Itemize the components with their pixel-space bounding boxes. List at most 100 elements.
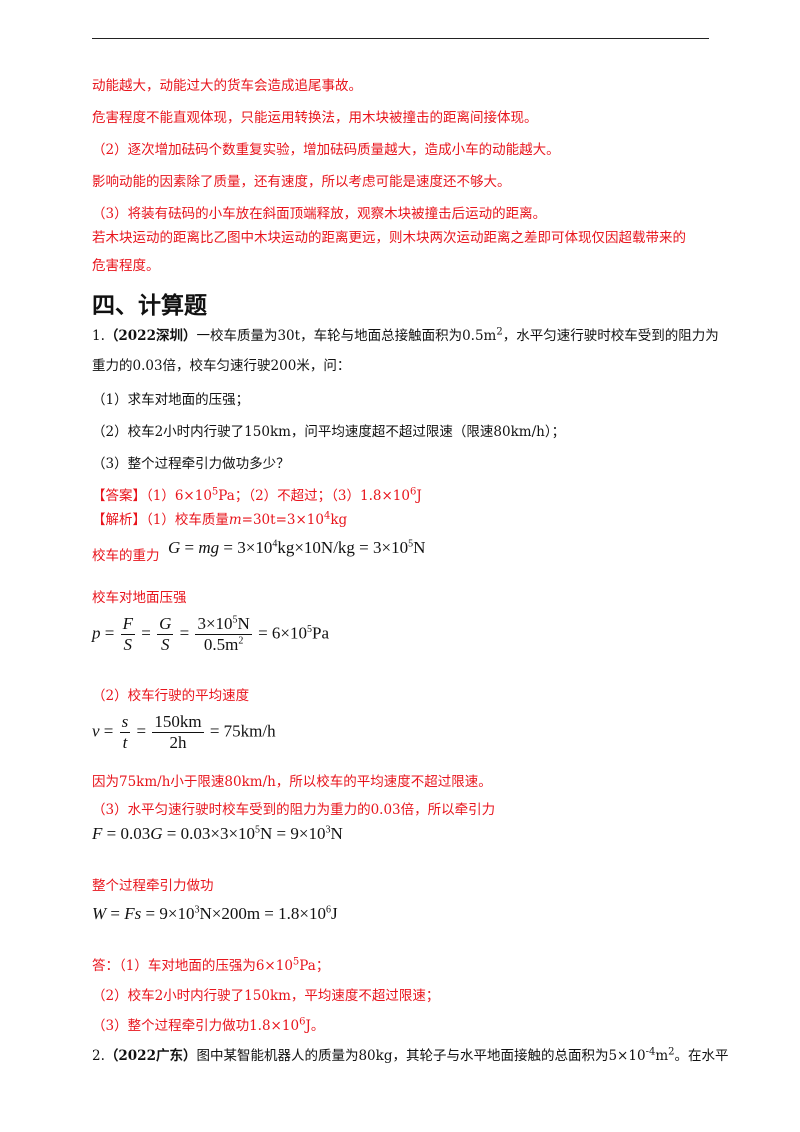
math-text: N (330, 824, 343, 843)
analysis-line: 【解析】（1）校车质量m=30t=3×104kg (92, 510, 347, 530)
answer-text: （1）6×10 (146, 488, 212, 504)
math-text: = 9×10 (141, 904, 195, 923)
superscript: 5 (232, 614, 238, 626)
math-text: = (180, 538, 199, 557)
question-stem: 1.（2022深圳）一校车质量为30t，车轮与地面总接触面积为0.5m2，水平匀… (92, 326, 719, 346)
stem-text: 图中某智能机器人的质量为80kg，其轮子与水平地面接触的总面积为5×10 (196, 1048, 646, 1064)
math-text: = 3×10 (219, 538, 273, 557)
math-text: kg×10N/kg = 3×10 (277, 538, 409, 557)
analysis-text: （1）校车质量 (146, 512, 229, 528)
question-part-3: （3）整个过程牵引力做功多少？ (92, 456, 290, 472)
math-text: N (413, 538, 426, 557)
answer-summary: 【答案】（1）6×105Pa；（2）不超过；（3）1.8×106J (92, 486, 422, 506)
superscript: 5 (408, 538, 414, 550)
superscript: 5 (211, 486, 219, 498)
answer-label: 【答案】 (92, 488, 146, 504)
math-text: = (136, 623, 156, 643)
answer-line: 危害程度。 (92, 258, 160, 274)
variable: mg (198, 538, 220, 557)
question-number: 1. (92, 328, 105, 344)
analysis-text: kg (330, 512, 348, 528)
math-text: = (99, 721, 118, 741)
superscript: 2 (496, 326, 503, 338)
stem-text: ，水平匀速行驶时校车受到的阻力为 (502, 328, 719, 344)
answer-line: 危害程度不能直观体现，只能运用转换法，用木块被撞击的距离间接体现。 (92, 110, 538, 126)
variable: W (92, 904, 107, 923)
conclusion-text: J。 (305, 1018, 325, 1034)
denominator: S (160, 635, 170, 654)
variable: Fs (124, 904, 142, 923)
force-formula: F = 0.03G = 0.03×3×105N = 9×103N (92, 824, 343, 844)
superscript: 5 (255, 824, 261, 836)
answer-line: 若木块运动的距离比乙图中木块运动的距离更远，则木块两次运动距离之差即可体现仅因超… (92, 230, 686, 246)
math-text: = 75km/h (205, 721, 276, 741)
conclusion-line: （3）整个过程牵引力做功1.8×106J。 (92, 1016, 324, 1036)
gravity-formula: G = mg = 3×104kg×10N/kg = 3×105N (168, 538, 425, 558)
speed-label: （2）校车行驶的平均速度 (92, 688, 250, 704)
speed-conclusion: 因为75km/h小于限速80km/h，所以校车的平均速度不超过限速。 (92, 774, 492, 790)
variable: m (228, 512, 242, 528)
work-label: 整个过程牵引力做功 (92, 878, 214, 894)
question-part-1: （1）求车对地面的压强； (92, 392, 250, 408)
math-text: = 0.03 (102, 824, 151, 843)
superscript: 5 (292, 956, 300, 968)
numerator: F (120, 614, 135, 635)
question-part-2: （2）校车2小时内行驶了150km，问平均速度超不超过限速（限速80km/h）； (92, 424, 566, 440)
answer-line: （3）将装有砝码的小车放在斜面顶端释放，观察木块被撞击后运动的距离。 (92, 206, 547, 222)
math-text: 3×10 (197, 614, 233, 633)
answer-line: 动能越大，动能过大的货车会造成追尾事故。 (92, 78, 362, 94)
math-text: = (106, 904, 125, 923)
variable: v (92, 721, 100, 741)
header-rule (92, 38, 709, 39)
variable: F (92, 824, 103, 843)
analysis-label: 【解析】 (92, 512, 146, 528)
variable: G (168, 538, 181, 557)
superscript: 6 (409, 486, 417, 498)
math-text: Pa (312, 623, 330, 643)
superscript: -4 (645, 1046, 656, 1058)
conclusion-line: 答：（1）车对地面的压强为6×105Pa； (92, 956, 329, 976)
superscript: 2 (238, 635, 244, 647)
superscript: 3 (194, 904, 200, 916)
conclusion-line: （2）校车2小时内行驶了150km，平均速度不超过限速； (92, 988, 440, 1004)
superscript: 4 (272, 538, 278, 550)
numerator: G (157, 614, 174, 635)
answer-text: Pa；（2）不超过；（3）1.8×10 (218, 488, 410, 504)
variable: G (150, 824, 163, 843)
math-text: J (330, 904, 338, 923)
gravity-label: 校车的重力 (92, 548, 160, 564)
question-source: （2022深圳） (104, 328, 197, 344)
answer-line: 影响动能的因素除了质量，还有速度，所以考虑可能是速度还不够大。 (92, 174, 511, 190)
denominator: 2h (169, 733, 187, 752)
stem-text: 。在水平 (674, 1048, 729, 1064)
pressure-label: 校车对地面压强 (92, 590, 187, 606)
conclusion-text: Pa； (299, 958, 330, 974)
superscript: 5 (307, 623, 313, 635)
numerator: s (119, 712, 131, 733)
answer-text: J (416, 488, 422, 504)
math-text: N = 9×10 (260, 824, 326, 843)
math-text: = (132, 721, 151, 741)
question-source: （2022广东） (104, 1048, 197, 1064)
math-text: = 6×10 (253, 623, 308, 643)
analysis-text: =30t=3×10 (241, 512, 324, 528)
superscript: 6 (299, 1016, 306, 1028)
math-text: N×200m = 1.8×10 (199, 904, 326, 923)
stem-text: m (655, 1048, 669, 1064)
math-text: N (237, 614, 250, 633)
conclusion-text: （3）整个过程牵引力做功1.8×10 (92, 1018, 300, 1034)
numerator: 3×105N (195, 614, 252, 635)
superscript: 3 (325, 824, 331, 836)
question-number: 2. (92, 1048, 105, 1064)
variable: p (92, 623, 101, 643)
denominator: S (123, 635, 133, 654)
math-text: = (100, 623, 119, 643)
section-title: 四、计算题 (92, 293, 207, 319)
question-stem-line2: 重力的0.03倍，校车匀速行驶200米，问： (92, 358, 351, 374)
work-formula: W = Fs = 9×103N×200m = 1.8×106J (92, 904, 338, 924)
